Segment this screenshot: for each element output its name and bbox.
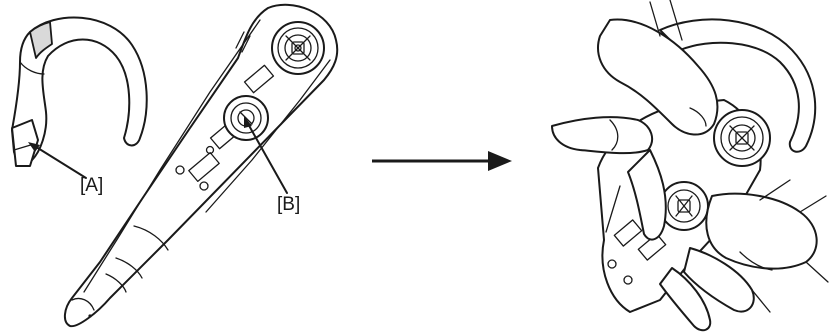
headset-body [64, 3, 339, 328]
attaching-illustration [551, 0, 829, 332]
transition-arrow [372, 151, 512, 171]
label-b-callout: [B] [244, 116, 300, 215]
mount-socket [223, 95, 269, 141]
label-b: [B] [277, 194, 300, 215]
speaker-dial-right [713, 109, 771, 167]
label-a: [A] [80, 175, 103, 196]
ear-hook [11, 16, 148, 167]
speaker-dial [271, 21, 325, 75]
label-a-callout: [A] [28, 142, 103, 196]
